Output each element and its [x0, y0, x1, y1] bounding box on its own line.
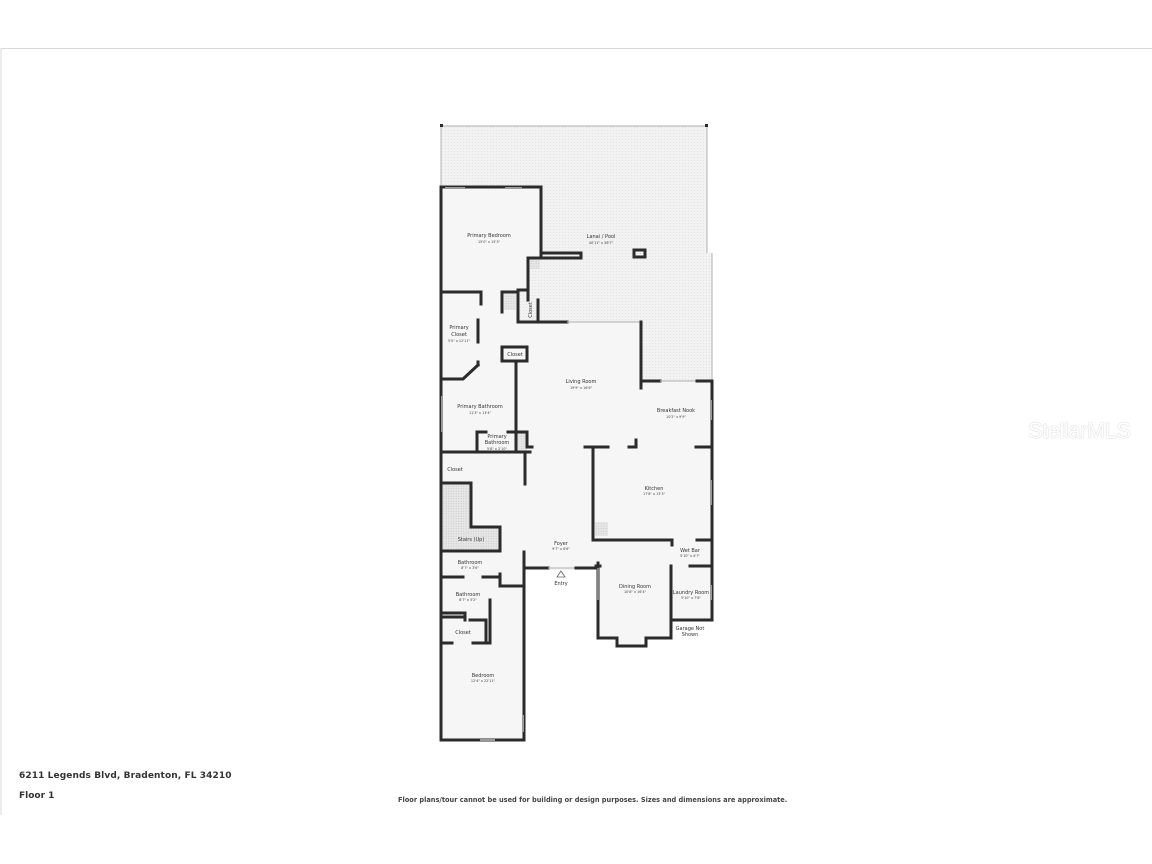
column-block — [504, 294, 516, 310]
property-address: 6211 Legends Blvd, Bradenton, FL 34210 — [19, 771, 232, 781]
column-block — [530, 259, 540, 269]
svg-text:5'5" x 12'11": 5'5" x 12'11" — [448, 339, 471, 343]
room-label-wet-bar: Wet Bar — [680, 548, 701, 554]
room-label-primary-closet: Primary — [449, 325, 468, 331]
column-block — [595, 522, 608, 536]
room-label-primary-bathroom-small: Primary — [487, 434, 506, 440]
column-block — [517, 432, 527, 452]
svg-text:9'7" x 6'6": 9'7" x 6'6" — [552, 547, 570, 551]
room-label-laundry-room: Laundry Room — [673, 590, 709, 596]
walls — [439, 185, 714, 742]
svg-text:17'8" x 13'3": 17'8" x 13'3" — [643, 492, 666, 496]
room-label-bathroom-2: Bathroom — [456, 592, 481, 598]
room-label-primary-bathroom: Primary Bathroom — [457, 404, 503, 410]
svg-text:8'7" x 3'6": 8'7" x 3'6" — [461, 566, 479, 570]
svg-text:5'10" x 7'8": 5'10" x 7'8" — [681, 596, 701, 600]
svg-text:8'7" x 5'2": 8'7" x 5'2" — [459, 598, 477, 602]
svg-text:10'8" x 16'4": 10'8" x 16'4" — [624, 590, 647, 594]
svg-text:40'11" x 38'7": 40'11" x 38'7" — [589, 241, 614, 245]
stairs-hatch-lower — [442, 527, 500, 551]
disclaimer-text: Floor plans/tour cannot be used for buil… — [398, 796, 788, 804]
room-label-closet-left: Closet — [447, 467, 463, 473]
room-label-closet-top: Closet — [528, 302, 534, 318]
svg-text:11'3" x 13'4": 11'3" x 13'4" — [469, 411, 492, 415]
room-label-closet-bottom: Closet — [455, 630, 471, 636]
svg-text:Bathroom: Bathroom — [485, 440, 510, 446]
room-label-lanai: Lanai / Pool — [587, 234, 616, 240]
svg-text:12'4" x 22'11": 12'4" x 22'11" — [471, 679, 496, 683]
svg-text:5'10" x 4'7": 5'10" x 4'7" — [680, 554, 700, 558]
floor-label: Floor 1 — [19, 791, 55, 801]
room-label-bedroom: Bedroom — [472, 673, 495, 679]
room-label-kitchen: Kitchen — [645, 486, 664, 492]
svg-text:19'9" x 16'6": 19'9" x 16'6" — [570, 386, 593, 390]
room-label-bathroom-1: Bathroom — [458, 560, 483, 566]
room-label-primary-bedroom: Primary Bedroom — [467, 233, 511, 239]
room-label-breakfast-nook: Breakfast Nook — [657, 408, 695, 414]
room-label-closet-mid: Closet — [507, 352, 523, 358]
room-label-foyer: Foyer — [554, 541, 569, 547]
svg-text:Closet: Closet — [451, 332, 467, 338]
room-labels: Lanai / Pool 40'11" x 38'7" Primary Bedr… — [447, 233, 709, 683]
room-label-garage: Garage Not — [676, 626, 705, 632]
room-label-stairs: Stairs (Up) — [458, 537, 485, 543]
interior-floor — [441, 187, 712, 740]
svg-text:5'8" x 2'10": 5'8" x 2'10" — [487, 447, 507, 451]
room-label-living-room: Living Room — [566, 379, 597, 385]
svg-text:10'2" x 9'9": 10'2" x 9'9" — [666, 415, 686, 419]
stellarmls-watermark: StellarMLS — [1028, 418, 1131, 443]
svg-text:15'0" x 15'3": 15'0" x 15'3" — [478, 240, 501, 244]
room-label-dining-room: Dining Room — [619, 584, 651, 590]
svg-text:Shown: Shown — [682, 632, 699, 638]
entry-arrow-icon — [556, 570, 566, 578]
room-label-entry: Entry — [554, 581, 567, 587]
